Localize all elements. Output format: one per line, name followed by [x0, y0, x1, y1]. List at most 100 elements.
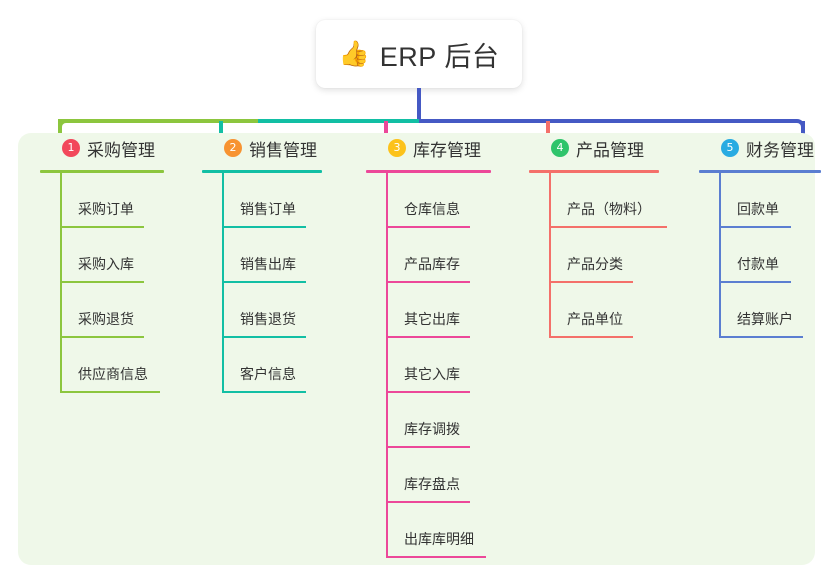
- thumbs-up-icon: 👍: [338, 39, 370, 68]
- bar-left-corner: [58, 119, 72, 133]
- leaf-label: 供应商信息: [78, 366, 148, 382]
- leaf-node[interactable]: 产品库存: [386, 228, 521, 283]
- leaf-label: 客户信息: [240, 366, 296, 382]
- leaf-node[interactable]: 产品单位: [549, 283, 689, 338]
- branch-header-rule: [202, 170, 322, 173]
- leaf-node[interactable]: 采购订单: [60, 173, 192, 228]
- leaf-rule: [60, 391, 160, 393]
- leaf-rule: [222, 336, 306, 338]
- leaf-node[interactable]: 销售订单: [222, 173, 350, 228]
- leaf-rule: [549, 226, 667, 228]
- branch-title: 产品管理: [576, 140, 644, 160]
- leaf-node[interactable]: 仓库信息: [386, 173, 521, 228]
- leaf-label: 结算账户: [737, 311, 793, 327]
- leaf-label: 采购退货: [78, 311, 134, 327]
- branch-leaf-list: 销售订单销售出库销售退货客户信息: [222, 173, 350, 393]
- leaf-label: 采购入库: [78, 256, 134, 272]
- root-stem-connector: [417, 88, 421, 121]
- branch-header-rule: [699, 170, 821, 173]
- leaf-label: 库存调拨: [404, 421, 460, 437]
- branch-title: 销售管理: [249, 140, 317, 160]
- branch-leaf-list: 仓库信息产品库存其它出库其它入库库存调拨库存盘点出库库明细: [386, 173, 521, 558]
- branch-header-rule: [366, 170, 491, 173]
- branch-column-finance: 5 财务管理回款单付款单结算账户: [699, 133, 839, 338]
- leaf-rule: [719, 281, 791, 283]
- leaf-label: 出库库明细: [404, 531, 474, 547]
- segment-teal: [258, 119, 419, 123]
- drop-sales: [219, 121, 223, 137]
- leaf-rule: [386, 281, 470, 283]
- branch-leaf-list: 采购订单采购入库采购退货供应商信息: [60, 173, 192, 393]
- leaf-node[interactable]: 采购入库: [60, 228, 192, 283]
- branch-title: 财务管理: [746, 140, 814, 160]
- root-node-title: ERP 后台: [379, 41, 500, 72]
- branch-number-badge: 5: [721, 139, 739, 157]
- leaf-label: 其它入库: [404, 366, 460, 382]
- leaf-node[interactable]: 供应商信息: [60, 338, 192, 393]
- branch-spine: [549, 173, 551, 338]
- leaf-label: 其它出库: [404, 311, 460, 327]
- leaf-label: 产品库存: [404, 256, 460, 272]
- leaf-rule: [60, 336, 144, 338]
- leaf-rule: [549, 336, 633, 338]
- leaf-node[interactable]: 产品分类: [549, 228, 689, 283]
- leaf-node[interactable]: 销售退货: [222, 283, 350, 338]
- leaf-label: 产品分类: [567, 256, 623, 272]
- leaf-label: 仓库信息: [404, 201, 460, 217]
- leaf-rule: [719, 336, 803, 338]
- leaf-rule: [60, 281, 144, 283]
- branch-number-badge: 3: [388, 139, 406, 157]
- leaf-label: 采购订单: [78, 201, 134, 217]
- branch-header-rule: [40, 170, 164, 173]
- leaf-node[interactable]: 其它出库: [386, 283, 521, 338]
- leaf-label: 付款单: [737, 256, 779, 272]
- branch-number-badge: 4: [551, 139, 569, 157]
- leaf-node[interactable]: 付款单: [719, 228, 839, 283]
- leaf-node[interactable]: 客户信息: [222, 338, 350, 393]
- leaf-rule: [222, 226, 306, 228]
- leaf-label: 销售出库: [240, 256, 296, 272]
- leaf-rule: [60, 226, 144, 228]
- leaf-label: 销售订单: [240, 201, 296, 217]
- leaf-label: 产品单位: [567, 311, 623, 327]
- drop-product: [546, 121, 550, 137]
- leaf-rule: [719, 226, 791, 228]
- leaf-rule: [386, 226, 470, 228]
- leaf-node[interactable]: 销售出库: [222, 228, 350, 283]
- leaf-rule: [386, 391, 470, 393]
- leaf-node[interactable]: 回款单: [719, 173, 839, 228]
- leaf-rule: [222, 391, 306, 393]
- leaf-node[interactable]: 库存盘点: [386, 448, 521, 503]
- leaf-node[interactable]: 其它入库: [386, 338, 521, 393]
- branch-header-product[interactable]: 4 产品管理: [529, 133, 689, 163]
- branch-spine: [386, 173, 388, 558]
- segment-indigo: [419, 119, 795, 123]
- root-node[interactable]: 👍 ERP 后台: [316, 20, 522, 88]
- leaf-node[interactable]: 产品（物料）: [549, 173, 689, 228]
- segment-green: [58, 119, 258, 123]
- branch-header-rule: [529, 170, 659, 173]
- leaf-node[interactable]: 出库库明细: [386, 503, 521, 558]
- branch-spine: [719, 173, 721, 338]
- drop-inventory: [384, 121, 388, 137]
- leaf-node[interactable]: 结算账户: [719, 283, 839, 338]
- leaf-rule: [549, 281, 633, 283]
- leaf-node[interactable]: 采购退货: [60, 283, 192, 338]
- branch-title: 采购管理: [87, 140, 155, 160]
- branch-spine: [60, 173, 62, 393]
- branch-column-product: 4 产品管理产品（物料） 产品分类产品单位: [529, 133, 689, 338]
- branch-spine: [222, 173, 224, 393]
- leaf-label: 库存盘点: [404, 476, 460, 492]
- leaf-node[interactable]: 库存调拨: [386, 393, 521, 448]
- branch-header-finance[interactable]: 5 财务管理: [699, 133, 839, 163]
- leaf-label: 产品（物料）: [567, 201, 651, 217]
- branch-leaf-list: 回款单付款单结算账户: [719, 173, 839, 338]
- leaf-rule: [386, 501, 470, 503]
- leaf-rule: [386, 556, 486, 558]
